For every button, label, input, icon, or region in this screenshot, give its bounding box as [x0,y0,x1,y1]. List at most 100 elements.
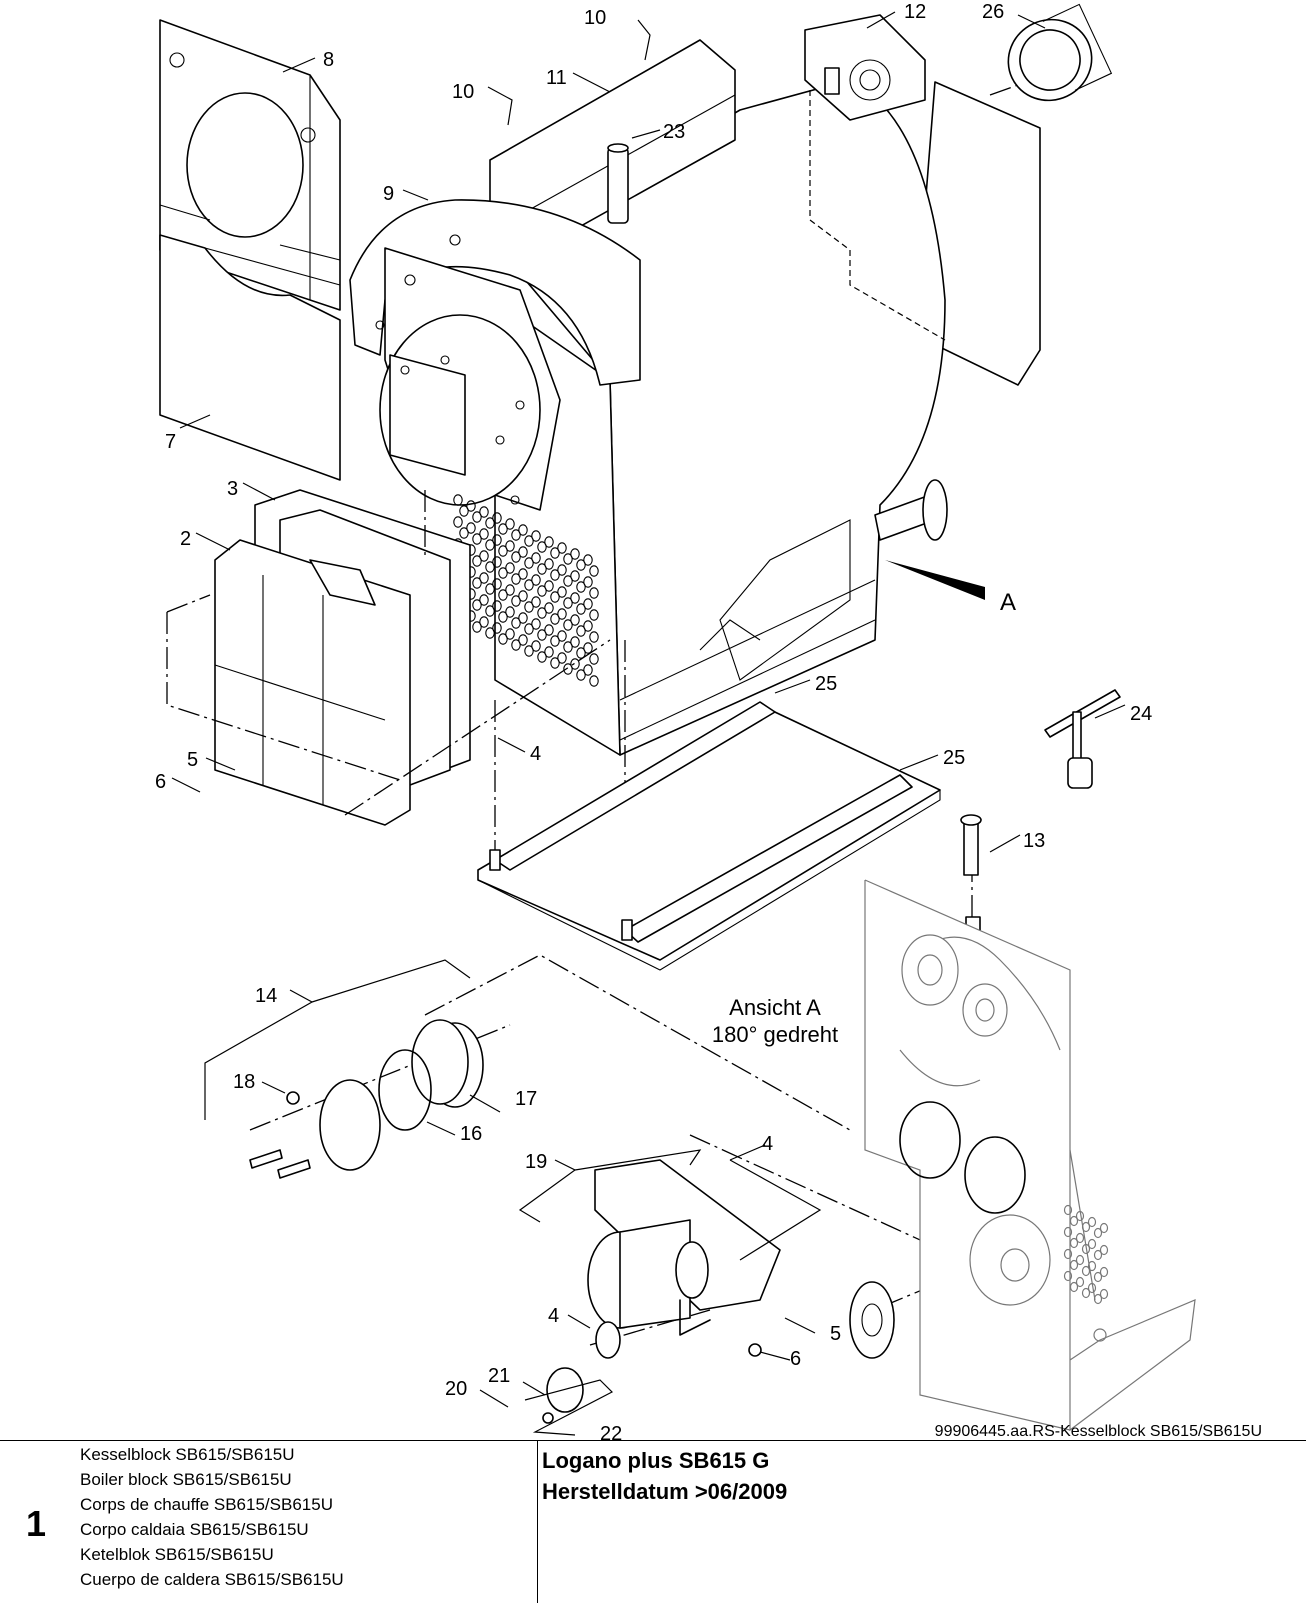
callout-16: 16 [460,1123,482,1145]
perforation-hole [492,578,502,590]
perforation-hole [1081,1265,1091,1277]
callout-11: 11 [546,67,567,89]
perforation-hole [537,651,547,663]
perforation-hole [492,512,502,524]
perforation-hole [1099,1222,1109,1234]
callout-12: 12 [904,1,926,23]
perforation-hole [570,658,580,670]
perforation-hole [472,599,482,611]
title-nl: Ketelblok SB615/SB615U [80,1545,274,1564]
perforation-hole [570,570,580,582]
perforation-hole [570,592,580,604]
perforation-hole [498,633,508,645]
perforation-hole [1063,1226,1073,1238]
perforation-hole [505,628,515,640]
boiler-door [349,199,641,511]
perforation-hole [492,622,502,634]
perforation-hole [557,564,567,576]
perforation-hole [466,522,476,534]
callout-21: 21 [488,1365,510,1387]
inspection-cover-parts [249,1019,484,1179]
perforation-hole [537,541,547,553]
callout-6-right: 6 [790,1348,801,1370]
perforation-hole [570,636,580,648]
callout-19: 19 [525,1151,547,1173]
perforation-hole [550,569,560,581]
perforation-hole [472,511,482,523]
perforation-hole [557,586,567,598]
perforation-hole [479,616,489,628]
perforation-hole [544,602,554,614]
exploded-view-drawing: 8 7 9 10 10 11 23 12 26 3 2 4 5 6 25 25 … [155,1,1262,1440]
perforation-hole [563,641,573,653]
perforation-hole [531,618,541,630]
perforation-hole [485,561,495,573]
perforation-hole [1093,1293,1103,1305]
perforation-hole [589,609,599,621]
footer-divider [537,1441,538,1603]
perforation-hole [537,629,547,641]
perforation-hole [1093,1249,1103,1261]
perforation-hole [505,606,515,618]
footer: 1 Kesselblock SB615/SB615U Boiler block … [0,1440,1306,1603]
view-note-line1: Ansicht A [729,995,821,1020]
perforation-hole [570,614,580,626]
perforation-hole [557,608,567,620]
perforation-hole [583,598,593,610]
perforation-hole [550,635,560,647]
perforation-hole [1099,1266,1109,1278]
callout-24: 23 [663,121,685,143]
perforation-hole [524,601,534,613]
perforation-hole [1087,1282,1097,1294]
perforation-hole [531,552,541,564]
perforation-hole [576,581,586,593]
callout-22: 22 [600,1423,622,1440]
perforation-hole [589,587,599,599]
view-label-a: A [1000,589,1016,616]
perforation-hole [583,664,593,676]
callout-6-left: 6 [155,771,166,793]
perforation-hole [485,627,495,639]
perforation-hole [479,550,489,562]
perforation-hole [1075,1210,1085,1222]
perforation-hole [531,574,541,586]
perforation-hole [563,663,573,675]
perforation-hole [1069,1215,1079,1227]
perforation-hole [1081,1243,1091,1255]
perforation-hole [472,577,482,589]
perforation-hole [1063,1248,1073,1260]
perforation-hole [1075,1232,1085,1244]
rear-view-a [864,879,1196,1432]
perforation-hole [485,605,495,617]
callout-13: 13 [1023,830,1045,852]
view-note-line2: 180° gedreht [712,1022,838,1047]
perforation-hole [563,619,573,631]
perforation-hole [453,494,463,506]
perforation-hole [1069,1281,1079,1293]
callout-leaders [171,11,1126,1436]
perforation-hole [563,597,573,609]
perforation-hole [479,572,489,584]
callout-20: 20 [445,1378,467,1400]
perforation-hole [589,675,599,687]
perforation-hole [1075,1276,1085,1288]
front-cover [214,489,471,826]
perforation-hole [557,652,567,664]
callout-18: 18 [233,1071,255,1093]
perforation-hole [505,562,515,574]
perforation-hole [544,558,554,570]
title-fr: Corps de chauffe SB615/SB615U [80,1495,333,1514]
perforation-hole [485,517,495,529]
perforation-hole [583,576,593,588]
small-parts [960,3,1121,938]
perforation-hole [511,529,521,541]
perforation-hole [589,631,599,643]
callout-4-lower: 4 [762,1133,773,1155]
perforation-hole [518,546,528,558]
view-arrow-a [885,560,985,600]
perforation-hole [498,567,508,579]
perforation-hole [479,528,489,540]
perforation-hole [472,533,482,545]
perforation-hole [557,630,567,642]
rear-perforation [1063,1204,1109,1305]
